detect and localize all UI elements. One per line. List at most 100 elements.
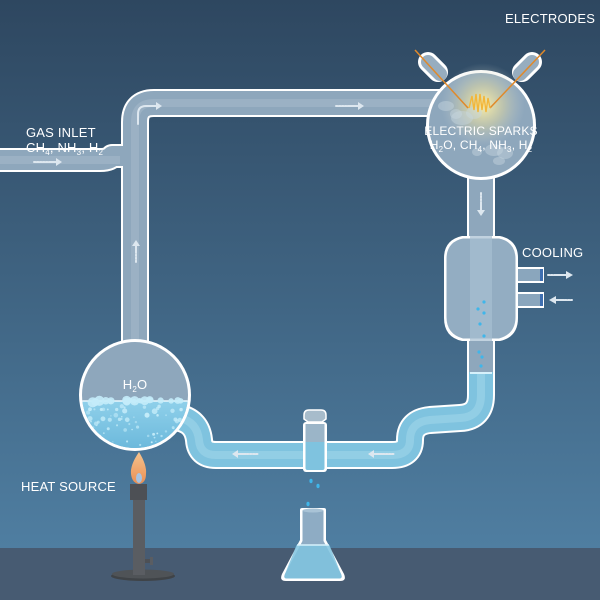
bubble — [153, 436, 156, 439]
bubble — [121, 415, 123, 418]
bubble — [144, 412, 150, 418]
heat-source-label: HEAT SOURCE — [21, 479, 116, 494]
formula-text: O — [136, 377, 148, 392]
bubble — [116, 424, 119, 427]
cooling-port-out — [513, 267, 544, 283]
arrow-riser-up — [132, 240, 140, 263]
formula-text: , NH — [49, 140, 77, 155]
arrow-top-right — [335, 102, 364, 110]
vapor-clouds — [438, 101, 513, 165]
bubble — [90, 420, 92, 423]
bubble — [102, 432, 105, 434]
electrodes — [414, 49, 546, 109]
collection-flask — [281, 508, 345, 581]
formula-subscript: 3 — [76, 148, 82, 157]
bubble — [102, 396, 110, 405]
bubble — [119, 404, 124, 409]
bubble — [112, 441, 114, 443]
bubble — [96, 425, 98, 427]
flame-icon — [130, 452, 147, 484]
bubble — [93, 421, 99, 426]
bubble — [165, 414, 168, 417]
bubble — [139, 443, 142, 447]
formula-text: , NH — [482, 138, 508, 152]
bubble — [133, 416, 135, 418]
electrodes-label: ELECTRODES — [505, 11, 596, 26]
formula-text: O, CH — [443, 138, 478, 152]
bubble — [87, 416, 93, 422]
bubble — [131, 428, 133, 431]
bubble — [140, 396, 150, 406]
bubble — [106, 427, 110, 431]
arrow-cooling-in — [549, 296, 573, 304]
formula-subscript: 4 — [477, 145, 483, 154]
bubble — [115, 407, 119, 412]
bubble — [134, 420, 138, 424]
bubble — [106, 408, 109, 411]
formula-subscript: 2 — [132, 385, 137, 394]
formula-subscript: 4 — [45, 148, 50, 157]
bubble — [128, 422, 131, 426]
bubble — [174, 397, 182, 404]
bubble — [152, 432, 156, 436]
bubble — [142, 405, 147, 409]
water-flask-label: H2O — [115, 377, 155, 394]
bubble — [170, 408, 175, 413]
bubble — [113, 412, 119, 418]
electrode-right — [489, 49, 546, 109]
formula-subscript: 3 — [507, 145, 512, 154]
bubble — [129, 396, 140, 406]
bubble — [173, 428, 175, 430]
bubble — [164, 430, 168, 433]
stopcock — [303, 409, 327, 472]
flow-arrows — [33, 102, 573, 458]
electric-sparks-title: ELECTRIC SPARKS — [424, 124, 538, 138]
arrow-corner-curve — [137, 102, 162, 125]
bubble — [156, 432, 159, 435]
bubble — [123, 406, 126, 409]
bubble — [110, 415, 112, 417]
bubble — [124, 417, 130, 423]
arrow-bottom-right-left — [368, 450, 395, 458]
bubble — [155, 440, 157, 442]
cooling-label: COOLING — [522, 245, 584, 260]
formula-subscript: 2 — [438, 145, 444, 154]
electric-sparks-formula: H2O, CH4, NH3, H2 — [421, 138, 541, 154]
spark-icon — [468, 93, 491, 113]
bubble — [179, 407, 183, 412]
bubble — [123, 428, 127, 432]
bubble — [151, 408, 158, 415]
bunsen-burner — [111, 452, 175, 581]
bubble — [92, 399, 99, 406]
boiling-flask — [79, 339, 191, 451]
bubble — [135, 425, 140, 429]
bubble — [155, 406, 160, 411]
arrow-outlet-down — [477, 192, 485, 216]
bubble — [157, 397, 164, 404]
bubble — [122, 408, 128, 414]
bubble — [107, 417, 112, 422]
formula-text: CH — [26, 140, 46, 155]
stopcock-handle[interactable] — [303, 409, 327, 423]
formula-text: H — [429, 138, 439, 152]
bubble — [126, 440, 129, 443]
bubble — [122, 397, 131, 406]
gas-inlet-formula: CH4, NH3, H2 — [26, 140, 103, 157]
formula-text: H — [122, 377, 133, 392]
arrow-bottom-left-left — [232, 450, 259, 458]
formula-text: , H — [511, 138, 528, 152]
electric-sparks-label: ELECTRIC SPARKS H2O, CH4, NH3, H2 — [421, 124, 541, 154]
bubble — [93, 408, 96, 411]
bubble — [156, 414, 159, 417]
bubble — [86, 410, 91, 415]
formula-subscript: 2 — [527, 145, 533, 154]
condensate-droplets — [476, 300, 486, 368]
bubble — [160, 434, 163, 438]
formula-text: , H — [81, 140, 99, 155]
bubble — [117, 417, 122, 422]
bubble — [88, 407, 92, 412]
arrow-cooling-out — [547, 271, 573, 279]
bubble — [100, 416, 106, 422]
spark-chamber — [414, 49, 546, 180]
